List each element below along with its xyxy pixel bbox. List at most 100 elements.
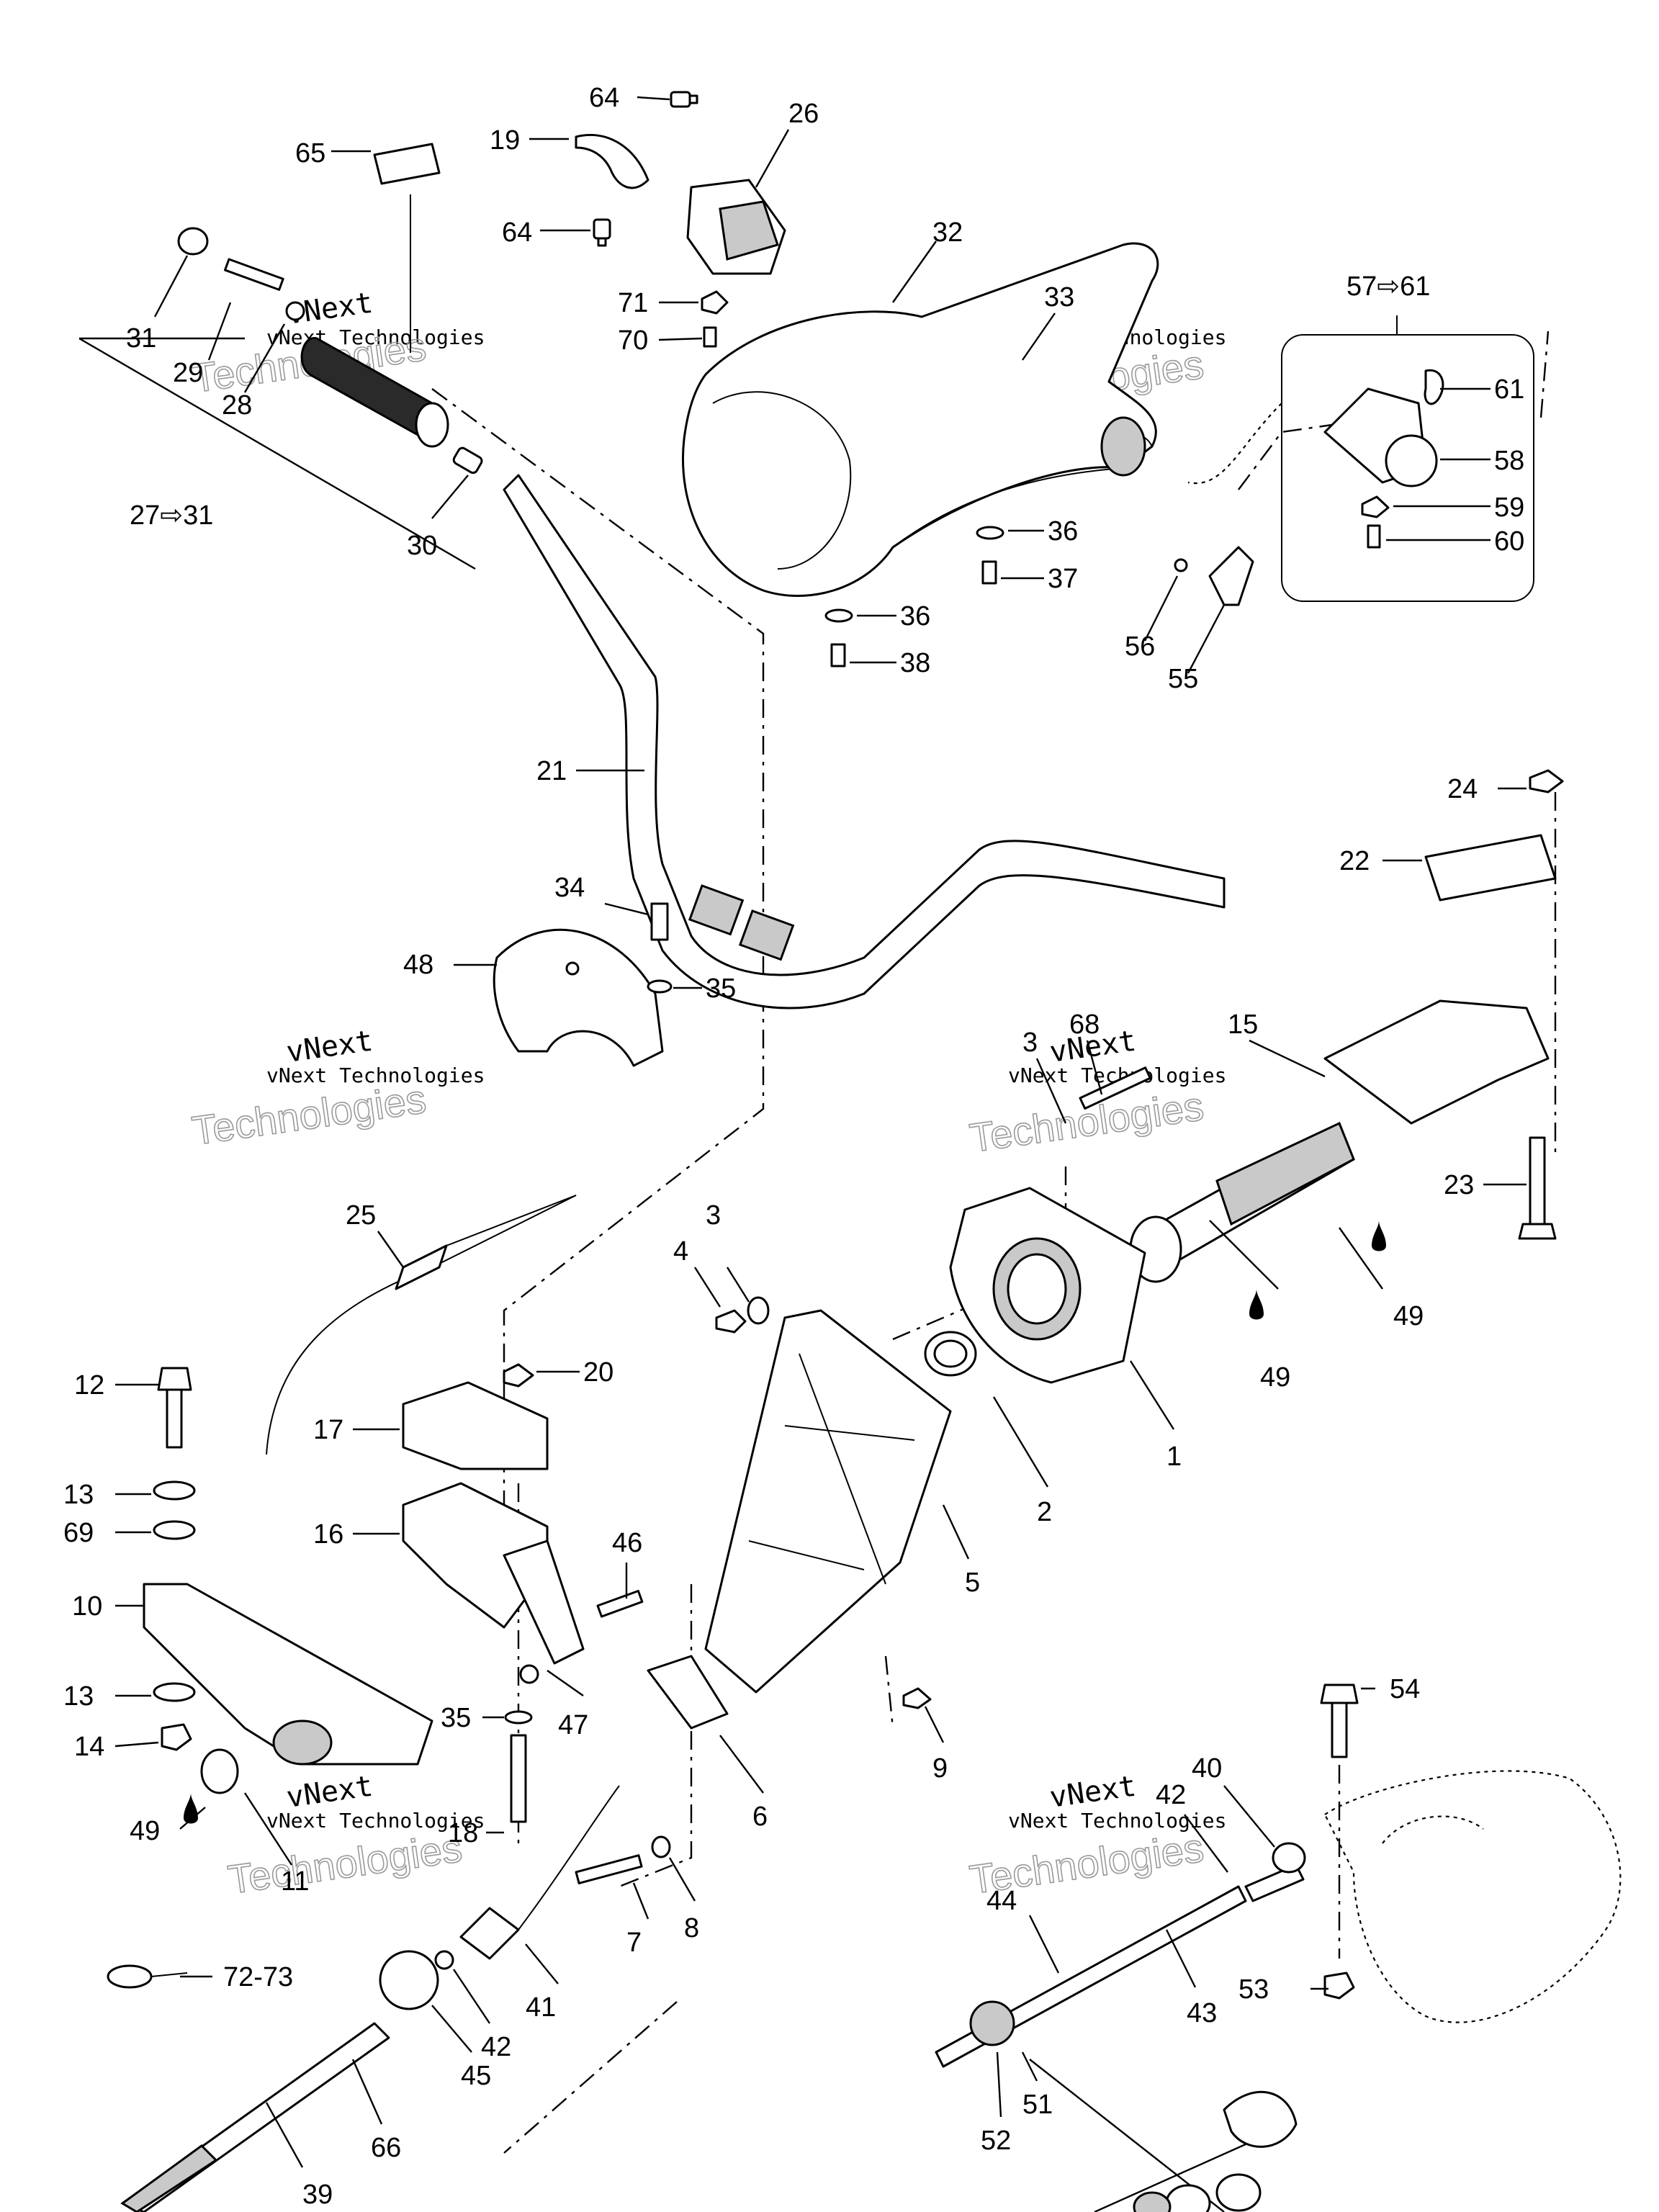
label-53: 53 [1238,1974,1269,2005]
bolt-23 [1518,1136,1557,1240]
support-5 [704,1309,952,1694]
block-6 [647,1655,729,1730]
label-48: 48 [403,950,433,980]
label-35: 35 [706,974,736,1004]
label-72-73: 72-73 [223,1962,293,1992]
svg-text:vNext Technologies: vNext Technologies [266,1064,485,1087]
nut-71 [701,290,729,315]
label-28: 28 [222,390,252,421]
label-4: 4 [673,1236,688,1267]
label-18: 18 [448,1818,478,1848]
cover-48 [493,928,664,1067]
label-45: 45 [461,2061,491,2091]
label-12: 12 [74,1370,104,1401]
label-39: 39 [302,2180,333,2210]
pump-outline [1323,1770,1622,2023]
bushing-2 [924,1331,977,1377]
label-38: 38 [900,648,930,678]
label-25: 25 [346,1200,376,1231]
label-14: 14 [74,1732,104,1762]
cable-25 [266,1195,577,1455]
label-3: 3 [706,1200,721,1231]
label-5: 5 [965,1568,980,1598]
bolt-12 [157,1367,192,1449]
label-58: 58 [1494,446,1524,476]
label-36: 36 [1048,516,1078,547]
clamp-22 [1424,834,1557,902]
label-19: 19 [490,125,520,156]
label-44: 44 [986,1886,1017,1916]
leader-lines [114,96,1527,2168]
detail-box-57-61 [1187,315,1534,602]
label-66: 66 [371,2133,401,2163]
nut-24 [1529,769,1564,793]
tie-72-73 [107,1964,188,1989]
label-41: 41 [526,1992,556,2023]
label-11: 11 [281,1866,309,1897]
label-46: 46 [612,1528,642,1558]
label-10: 10 [72,1591,102,1622]
label-13: 13 [63,1681,94,1712]
label-65: 65 [295,138,325,168]
watermark-low-right: vNext vNext Technologies Technologies [966,1770,1226,1903]
label-43: 43 [1187,1998,1217,2028]
svg-text:vNext: vNext [284,1025,375,1069]
handlebar-21 [503,474,1226,1010]
label-60: 60 [1494,526,1524,557]
nut-20 [503,1363,534,1388]
washers-36-37-38 [824,526,1004,667]
nut-4-washer-3 [715,1296,770,1334]
washer-13-top [153,1480,196,1501]
screw-64-mid [593,218,611,247]
label-54: 54 [1390,1674,1420,1704]
housing-1 [949,1187,1146,1384]
label-32: 32 [932,217,963,248]
bushing-11 [200,1748,239,1794]
label-33: 33 [1044,282,1074,313]
bolt-54 [1320,1683,1359,1758]
label-13: 13 [63,1480,94,1510]
screw-70 [703,326,717,348]
label-57-61: 57⇨61 [1346,271,1430,302]
label-15: 15 [1228,1010,1258,1040]
label-70: 70 [618,325,648,356]
bolt-7-washer-8 [575,1835,671,1884]
handlebar-cover-32 [682,242,1159,597]
oil-drop-icons [184,1220,1386,1824]
cable-end-41 [459,1785,620,1960]
arm-10 [143,1583,433,1766]
screw-64-top [670,91,698,108]
svg-text:Technologies: Technologies [189,1076,428,1154]
nut-53 [1323,1972,1355,2000]
label-29: 29 [173,358,203,388]
svg-text:vNext Technologies: vNext Technologies [266,325,485,349]
nut-42 [434,1950,454,1970]
label-30: 30 [407,531,437,561]
bolt-68 [1079,1066,1151,1110]
label-23: 23 [1444,1170,1474,1200]
label-47: 47 [558,1710,588,1740]
svg-text:vNext: vNext [284,1770,375,1815]
watermark-mid-left: vNext vNext Technologies Technologies [189,1025,485,1154]
nut-9 [902,1687,932,1709]
label-24: 24 [1447,774,1478,804]
washer-13-bottom [153,1682,196,1702]
label-31: 31 [126,323,156,354]
clamp-16-17 [402,1381,585,1665]
bracket-55-56 [1174,546,1254,606]
label-55: 55 [1168,664,1198,694]
washer-35-bolt-18 [504,1710,533,1823]
label-22: 22 [1339,846,1370,876]
label-20: 20 [583,1357,613,1388]
grip-assembly [177,227,483,475]
label-7: 7 [626,1928,642,1958]
label-52: 52 [981,2126,1011,2156]
nut-set-51-52 [1029,2059,1298,2212]
nut-14 [161,1723,192,1751]
label-35: 35 [441,1703,471,1733]
label-17: 17 [313,1415,343,1445]
label-49: 49 [1260,1362,1290,1393]
label-26: 26 [788,99,819,129]
label-21: 21 [536,756,567,786]
